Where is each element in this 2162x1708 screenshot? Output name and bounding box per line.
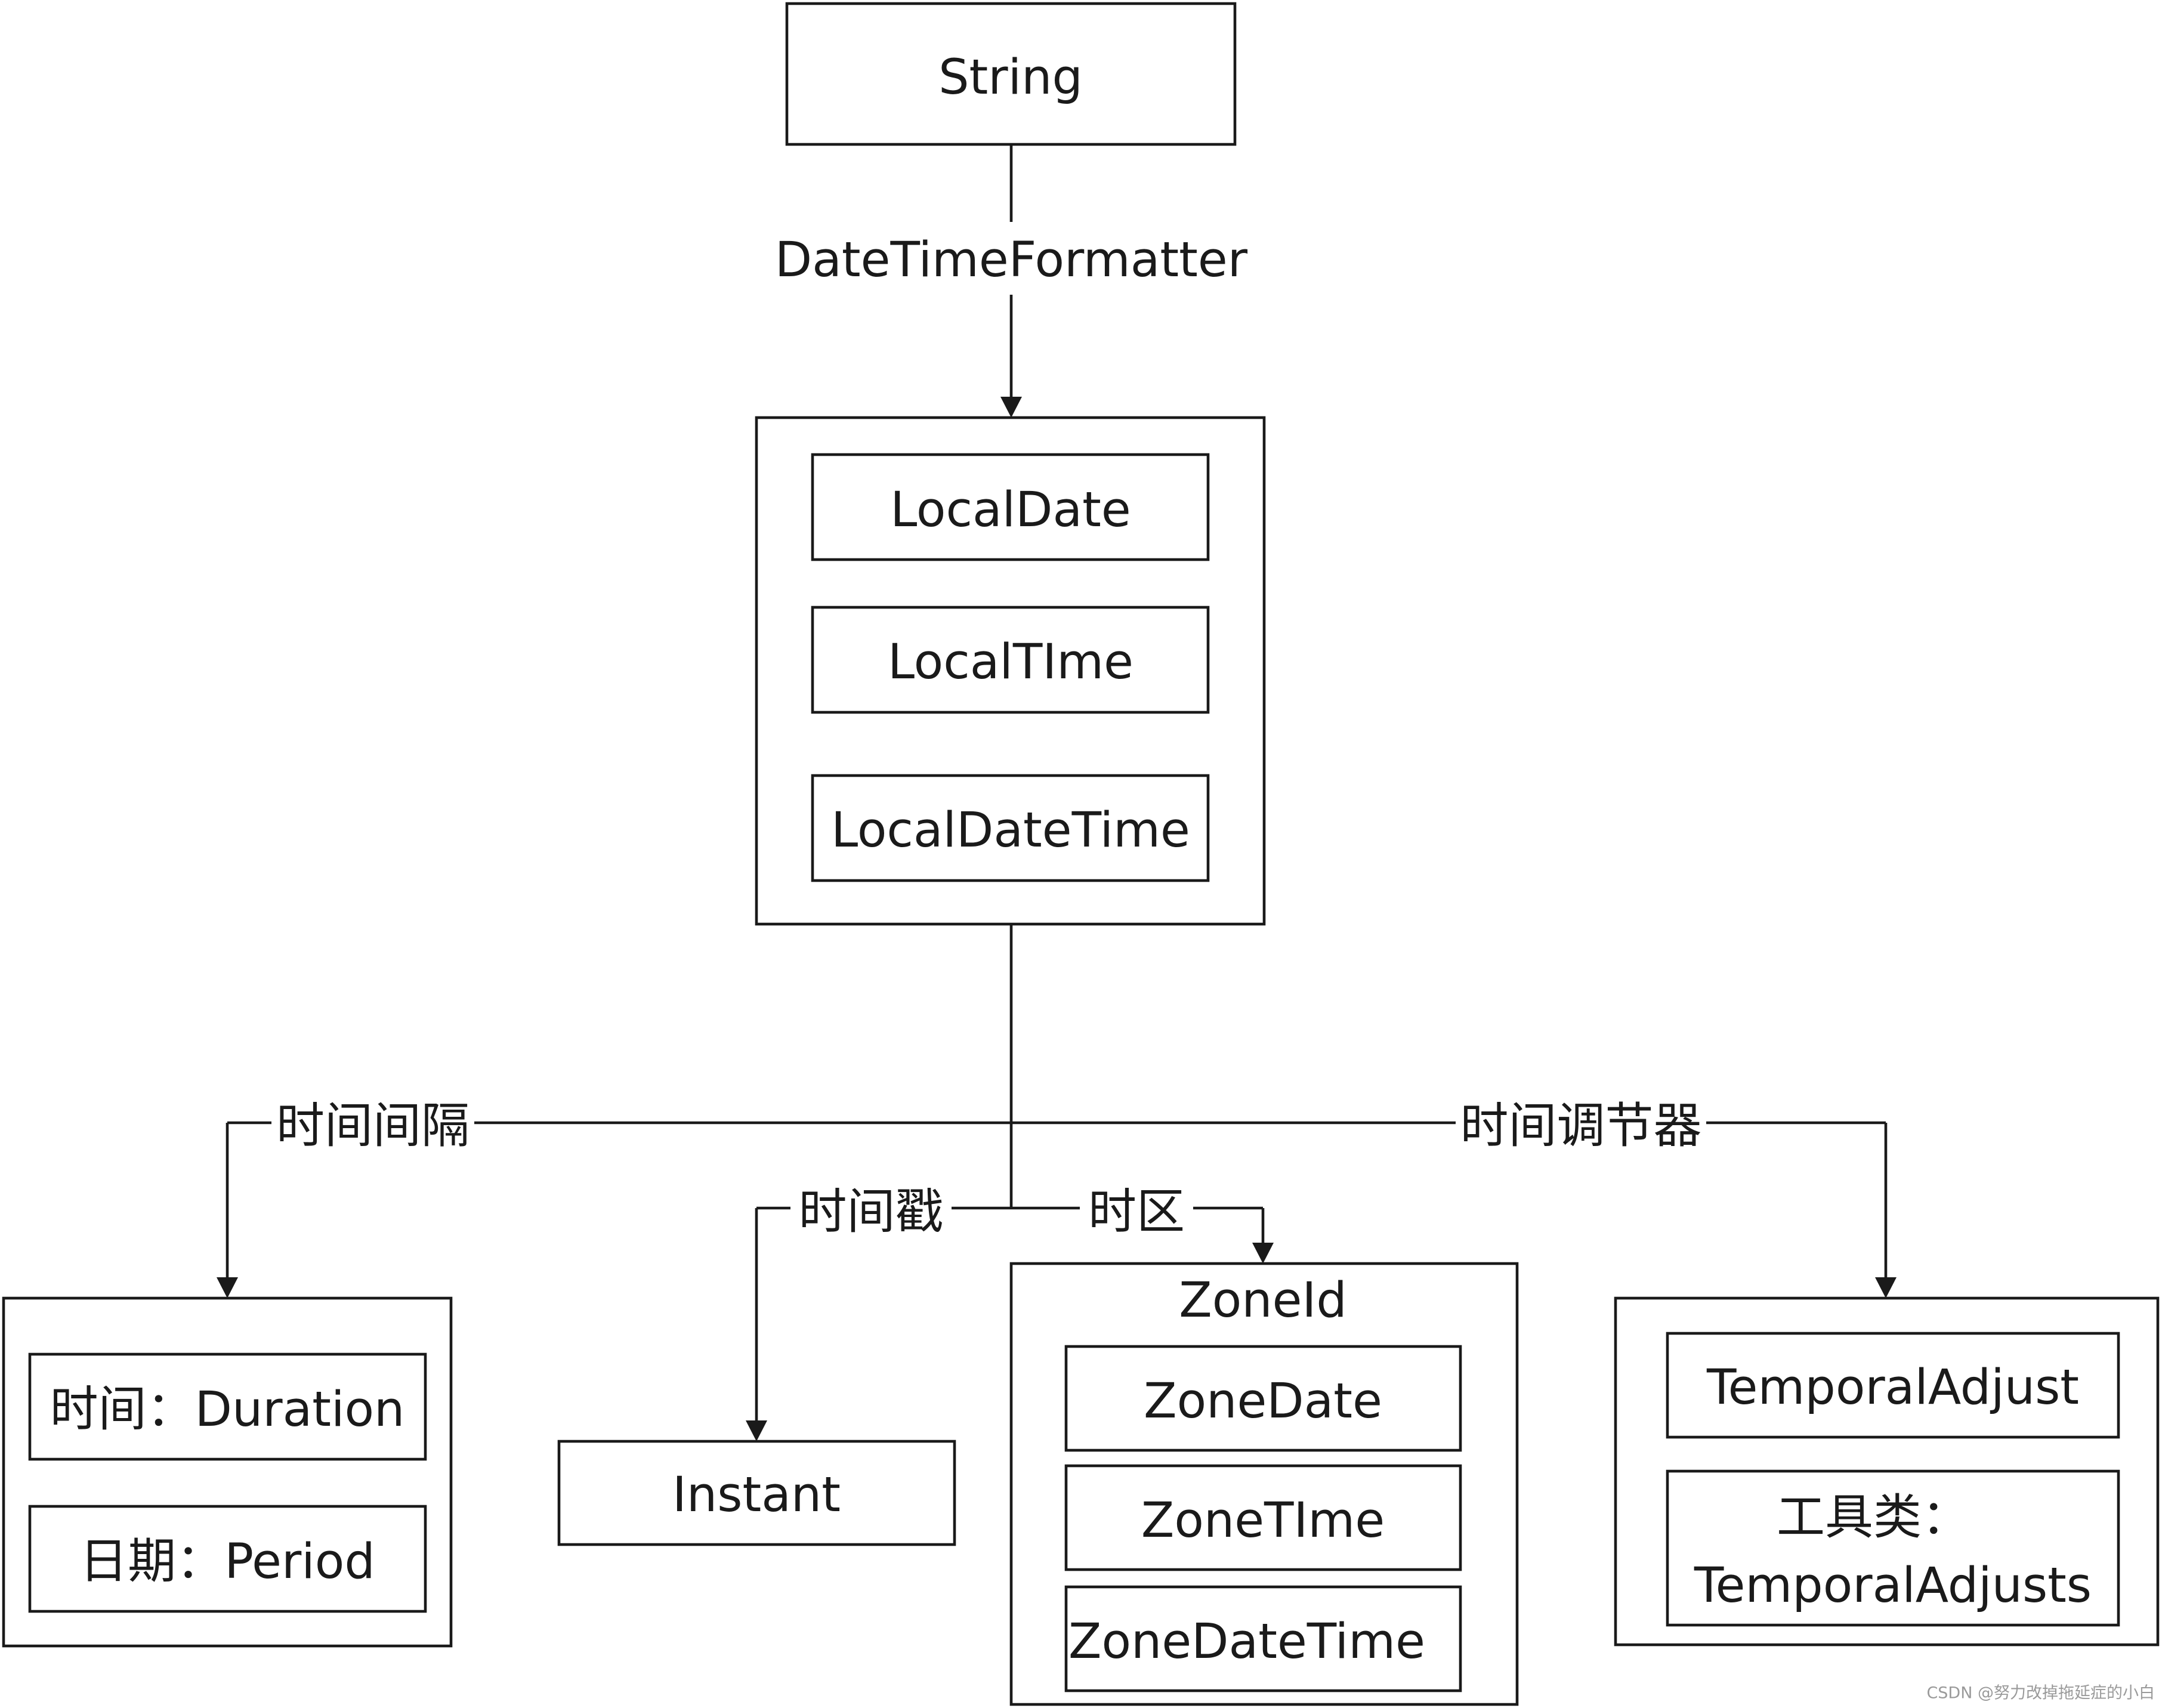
- arrowhead-interval: [217, 1277, 238, 1298]
- duration-box: [28, 1352, 427, 1461]
- localdatetime-box: [811, 774, 1210, 882]
- temporaladjusts-box: [1666, 1469, 2120, 1627]
- interval-group: 时间：Duration 日期：Period: [2, 1296, 453, 1648]
- adjuster-group: TemporalAdjust 工具类： TemporalAdjusts: [1614, 1296, 2160, 1647]
- edge-labels: DateTimeFormatter 时间间隔 时间戳 时区 时间调节器: [271, 222, 1706, 1240]
- zonedatetime-box: [1064, 1585, 1462, 1692]
- arrowhead-zone: [1252, 1243, 1274, 1264]
- localdatetime-label: LocalDateTime: [831, 802, 1190, 858]
- localtime-label: LocalTIme: [888, 634, 1133, 690]
- local-datetime-group: LocalDate LocalTIme LocalDateTime: [755, 416, 1266, 926]
- instant-node: Instant: [557, 1440, 956, 1546]
- localdate-box: [811, 453, 1210, 561]
- zoneid-title: ZoneId: [1179, 1272, 1347, 1329]
- string-label: String: [938, 50, 1083, 106]
- temporaladjust-box: [1666, 1332, 2120, 1439]
- temporaladjust-label: TemporalAdjust: [1706, 1360, 2079, 1416]
- zonetime-box: [1064, 1464, 1462, 1571]
- zonedatetime-label: ZoneDateTime: [1068, 1614, 1425, 1670]
- edge-label-timestamp: 时间戳: [798, 1184, 943, 1240]
- zoneid-group: ZoneId ZoneDate ZoneTIme ZoneDateTime: [1009, 1262, 1519, 1706]
- edge-label-interval: 时间间隔: [276, 1098, 470, 1154]
- arrowhead-instant: [746, 1420, 767, 1441]
- zonedate-label: ZoneDate: [1144, 1373, 1382, 1429]
- period-box: [28, 1505, 427, 1613]
- arrowhead-adjuster: [1875, 1277, 1897, 1298]
- localdate-label: LocalDate: [890, 482, 1131, 538]
- temporaladjusts-label-line1: 工具类：: [1777, 1490, 1970, 1546]
- string-node: String: [785, 2, 1237, 146]
- edge-label-datetimeformatter: DateTimeFormatter: [775, 232, 1248, 288]
- temporaladjusts-label-line2: TemporalAdjusts: [1694, 1558, 2092, 1614]
- localtime-box: [811, 606, 1210, 714]
- arrowhead-local-group: [1000, 397, 1022, 418]
- zonetime-label: ZoneTIme: [1141, 1493, 1385, 1549]
- edge-label-zone: 时区: [1088, 1184, 1185, 1240]
- period-label: 日期：Period: [79, 1534, 375, 1590]
- instant-label: Instant: [672, 1467, 841, 1523]
- watermark: CSDN @努力改掉拖延症的小白: [1926, 1684, 2155, 1703]
- duration-label: 时间：Duration: [50, 1382, 405, 1438]
- instant-box: [557, 1440, 956, 1546]
- edge-label-adjuster: 时间调节器: [1460, 1098, 1701, 1154]
- zonedate-box: [1064, 1345, 1462, 1452]
